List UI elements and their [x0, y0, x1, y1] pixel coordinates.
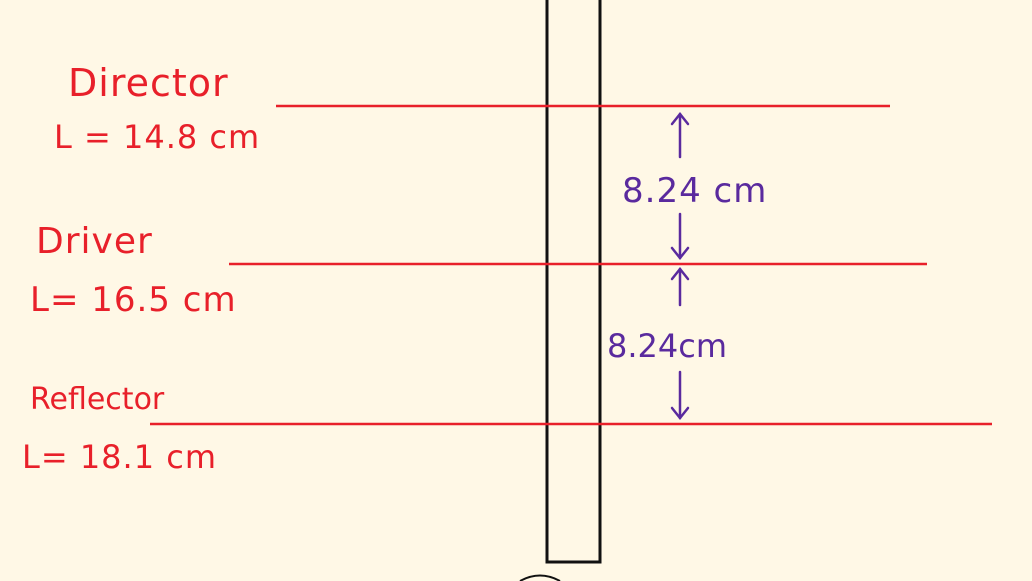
spacing-label-driver-reflector: 8.24cm — [607, 327, 728, 365]
director-name-label: Director — [68, 61, 229, 105]
director-length-label: L = 14.8 cm — [54, 118, 261, 156]
driver-length-label: L= 16.5 cm — [30, 280, 237, 320]
spacing-arrow-driver-reflector — [670, 266, 690, 421]
spacing-arrow-director-driver — [670, 111, 690, 261]
driver-name-label: Driver — [36, 221, 153, 262]
reflector-length-label: L= 18.1 cm — [22, 438, 217, 476]
bottom-edge-mark — [519, 574, 561, 581]
reflector-name-label: Reflector — [30, 382, 165, 417]
spacing-label-director-driver: 8.24 cm — [622, 171, 768, 211]
boom — [545, 0, 602, 564]
